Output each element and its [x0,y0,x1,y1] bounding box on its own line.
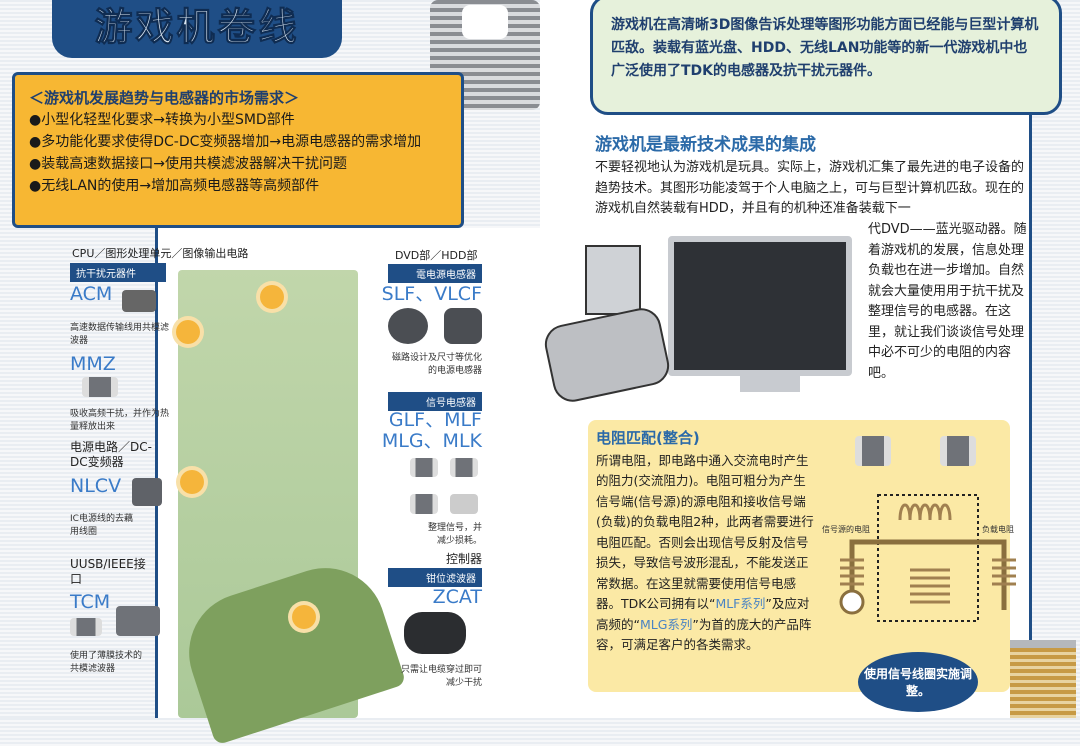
acm-name: ACM [70,283,113,305]
trend-item: ●无线LAN的使用→增加高频电感器等高频部件 [29,178,320,194]
trends-box: ＜游戏机发展趋势与电感器的市场需求＞ ●小型化轻型化要求→转换为小型SMD部件 … [12,72,464,228]
circuit-wire [849,539,1007,610]
vlcf-chip [444,308,482,344]
mlf-series: MLF系列 [715,596,766,611]
acm-chip [122,290,156,312]
mlg-series: MLG系列 [639,616,693,632]
nlcv-desc: IC电源线的去藕用线圈 [70,514,133,537]
trend-item: ●多功能化要求使得DC-DC变频器增加→电源电感器的需求增加 [29,134,422,150]
nlcv-name: NLCV [70,475,122,497]
impedance-text-1: 所谓电阻，即电路中通入交流电时产生的阻力(交流阻力)。电阻可粗分为产生信号端(信… [596,452,814,612]
mmz-chip [82,377,118,397]
zcat-name: ZCAT [432,586,482,608]
zcat-desc: 只需让电缆穿过即可减少干扰 [400,665,482,688]
highlight-dot [180,470,204,494]
console-small-illustration [585,245,641,315]
mmz-name: MMZ [70,353,116,375]
signal-tag: 信号电感器 [388,392,482,411]
mascot-coil [1010,640,1076,718]
coil-top [898,503,952,521]
acm-desc: 高速数据传输线用共模滤波器 [70,323,170,346]
source-label: 信号源的电阻 [822,524,870,534]
signal-chip [450,458,478,477]
coil-load [992,558,1016,586]
impedance-text-2: ”及应对高频的“ [596,596,810,632]
mlg-name: MLG、MLK [381,430,482,452]
dvd-label: DVD部／HDD部 [395,249,478,262]
dashed-box [877,494,979,622]
highlight-dot [292,605,316,629]
mmz-desc: 吸收高频干扰，并作为热量释放出来 [70,409,170,432]
ac-source-icon [839,589,865,615]
cpu-tag: 抗干扰元器件 [70,263,166,282]
zcat-image [404,612,466,654]
signal-chip [450,494,478,514]
slf-chip [388,308,428,344]
signal-chip [410,458,438,477]
tcm-chip [70,618,102,636]
tcm-desc: 使用了薄膜技术的共模滤波器 [70,651,143,674]
ctrl-tag: 钳位滤波器 [388,568,482,587]
tcm-name: TCM [70,591,111,613]
intro-bubble: 游戏机在高清晰3D图像告诉处理等图形功能方面已经能与巨型计算机匹敌。装载有蓝光盘… [590,0,1062,115]
section-heading: 游戏机是最新技术成果的集成 [595,135,816,155]
impedance-box [588,420,1010,692]
glf-desc: 整理信号，并减少损耗。 [427,523,482,546]
section-paragraph-cont: 代DVD——蓝光驱动器。随着游戏机的发展，信息处理负载也在进一步增加。自然就会大… [868,222,1027,381]
trends-heading: ＜游戏机发展趋势与电感器的市场需求＞ [29,89,300,107]
highlight-dot [260,285,284,309]
cpu-label: CPU／图形处理单元／图像输出电路 [72,247,249,260]
nlcv-chip [132,478,162,506]
chip-photo [940,436,976,466]
monitor-stand [740,376,800,392]
coil-source [840,558,864,586]
monitor-illustration [668,236,852,376]
impedance-heading: 电阻匹配(整合) [596,429,700,447]
dvd-tag: 電电源电感器 [388,264,482,283]
impedance-text: 电阻匹配(整合) 所谓电阻，即电路中通入交流电时产生的阻力(交流阻力)。电阻可粗… [596,428,818,656]
load-label: 负载电阻 [982,524,1014,534]
impedance-text-3: ”为首的庞大的产品阵容，可满足客户的各类需求。 [596,616,812,653]
slf-desc: 磁路设计及尺寸等优化的电源电感器 [391,353,482,376]
slf-name: SLF、VLCF [381,283,482,305]
tcm-array-chip [116,606,160,636]
impedance-circuit-diagram: 信号源的电阻 负载电阻 [822,494,1016,622]
signal-chip [410,494,438,514]
glf-name: GLF、MLF [388,409,482,431]
mascot-top [410,0,560,128]
usb-label: UUSB/IEEE接口 [70,557,146,586]
page-title: 游戏机卷线 [52,0,342,58]
power-label: 电源电路／DC-DC变频器 [70,440,152,469]
ctrl-label: 控制器 [445,552,482,566]
section-paragraph: 不要轻视地认为游戏机是玩具。实际上，游戏机汇集了最先进的电子设备的趋势技术。其图… [595,160,1025,216]
trend-item: ●装载高速数据接口→使用共模滤波器解决干扰问题 [29,156,347,172]
trend-item: ●小型化轻型化要求→转换为小型SMD部件 [29,112,295,128]
callout-bubble: 使用信号线圈实施调整。 [858,652,978,712]
highlight-dot [176,320,200,344]
chip-photo [855,436,891,466]
coil-center [910,568,950,604]
